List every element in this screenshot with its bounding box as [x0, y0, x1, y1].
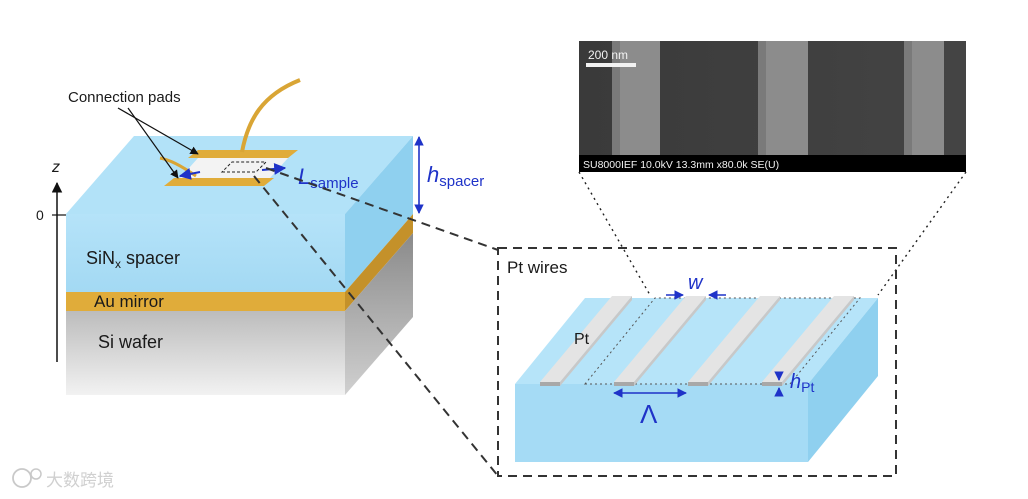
spacer-front-face — [66, 214, 345, 292]
w-label: w — [688, 272, 704, 294]
h-spacer-label: hspacer — [427, 162, 484, 190]
layer-stack — [66, 136, 413, 395]
pointer-line-2 — [127, 107, 179, 179]
l-sample-label: Lsample — [298, 164, 359, 192]
pad-bottom — [164, 178, 274, 186]
pointer-line-1 — [117, 107, 199, 155]
pt-wires-block — [515, 296, 878, 462]
sample-arrow-right — [261, 162, 287, 175]
au-mirror-side — [345, 214, 413, 311]
watermark-logo-icon — [12, 468, 32, 488]
sem-info-text: SU8000IEF 10.0kV 13.3mm x80.0k SE(U) — [583, 159, 779, 171]
pt-wires-inset-frame — [497, 247, 897, 477]
sem-dotted-right — [877, 171, 967, 296]
block-side-face — [808, 298, 878, 462]
hpt-label: hPt — [790, 371, 814, 395]
bond-wire-1 — [240, 78, 301, 153]
watermark-text: 大数跨境 — [46, 471, 114, 491]
watermark: 大数跨境 — [12, 468, 114, 491]
pt-wire-4 — [762, 296, 854, 386]
pt-wire-1 — [540, 296, 632, 386]
connection-pads — [159, 78, 301, 186]
block-front-face — [515, 384, 808, 462]
sin-spacer-label: SiNx spacer — [86, 248, 180, 271]
sample-area — [180, 158, 288, 178]
pad-top — [188, 150, 298, 158]
si-wafer-side — [345, 233, 413, 395]
block-top-dotted — [583, 297, 862, 385]
pt-wires-title: Pt wires — [507, 258, 567, 277]
pt-wire-2 — [614, 296, 706, 386]
au-mirror-front — [66, 292, 345, 311]
z-axis-label: z — [51, 159, 60, 176]
pt-wire-3 — [688, 296, 780, 386]
spacer-side-face — [345, 136, 413, 292]
sem-info-bar — [579, 155, 966, 172]
zoom-line-top — [265, 167, 499, 251]
sem-image: 200 nm SU8000IEF 10.0kV 13.3mm x80.0k SE… — [579, 41, 966, 172]
sample-arrow-left — [178, 167, 201, 180]
si-wafer-label: Si wafer — [98, 332, 163, 352]
si-wafer-front — [66, 311, 345, 395]
sample-dashed-box — [220, 161, 268, 173]
zoom-line-bottom — [253, 175, 499, 477]
sem-scale-bar — [586, 63, 636, 67]
sem-dotted-left — [578, 171, 651, 296]
pt-label: Pt — [574, 331, 590, 348]
sem-stripe-2 — [758, 41, 808, 155]
lambda-label: Λ — [640, 399, 658, 429]
au-mirror-label: Au mirror — [94, 292, 164, 311]
sem-scale-label: 200 nm — [588, 48, 628, 62]
zero-label: 0 — [36, 207, 44, 223]
connection-pads-label: Connection pads — [68, 89, 181, 106]
